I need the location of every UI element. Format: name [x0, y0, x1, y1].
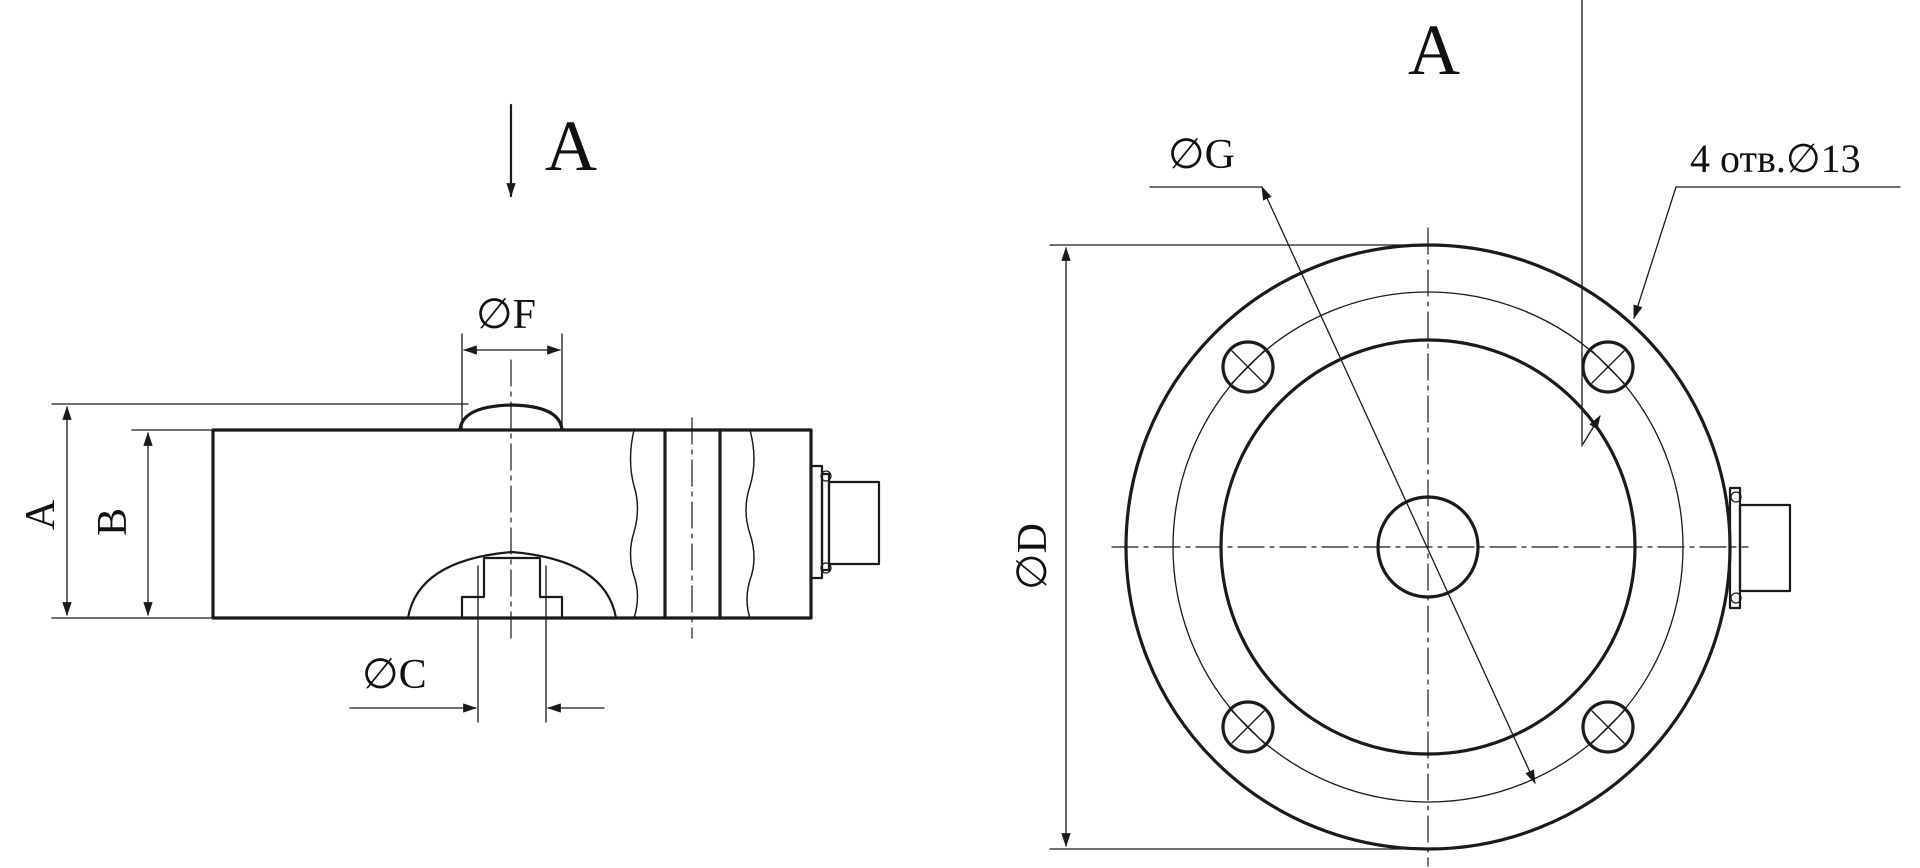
dimension-d: ∅D	[1010, 244, 1429, 850]
dimension-d-label: ∅D	[1010, 523, 1056, 590]
mounting-hole	[1221, 340, 1275, 394]
view-a-title: A	[1408, 10, 1460, 90]
side-view: A ∅F A B ∅C	[18, 103, 881, 723]
mounting-hole	[1581, 700, 1635, 754]
cable-connector	[809, 464, 881, 580]
dimension-a-label: A	[18, 499, 64, 530]
holes-note-label: 4 отв.∅13	[1690, 136, 1861, 181]
dimension-g: ∅G	[1149, 132, 1536, 785]
top-view-a: A	[1010, 0, 1901, 867]
dimension-b-label: B	[90, 508, 136, 536]
mounting-hole	[1581, 340, 1635, 394]
mounting-hole	[1221, 700, 1275, 754]
dimension-g-label: ∅G	[1168, 132, 1235, 178]
dimension-f: ∅F	[461, 292, 563, 429]
mounting-hole-section	[629, 417, 755, 639]
top-view-connector	[1728, 486, 1792, 610]
dimension-f-label: ∅F	[476, 292, 536, 338]
view-arrow-label: A	[545, 106, 597, 186]
top-dome	[458, 403, 564, 432]
dimension-a: A	[18, 403, 469, 619]
bottom-section-cutaway	[406, 550, 618, 620]
holes-note: 4 отв.∅13	[1581, 0, 1901, 447]
dimension-c: ∅C	[349, 619, 605, 723]
dimension-c-label: ∅C	[362, 652, 427, 698]
dimension-b: B	[90, 429, 212, 617]
